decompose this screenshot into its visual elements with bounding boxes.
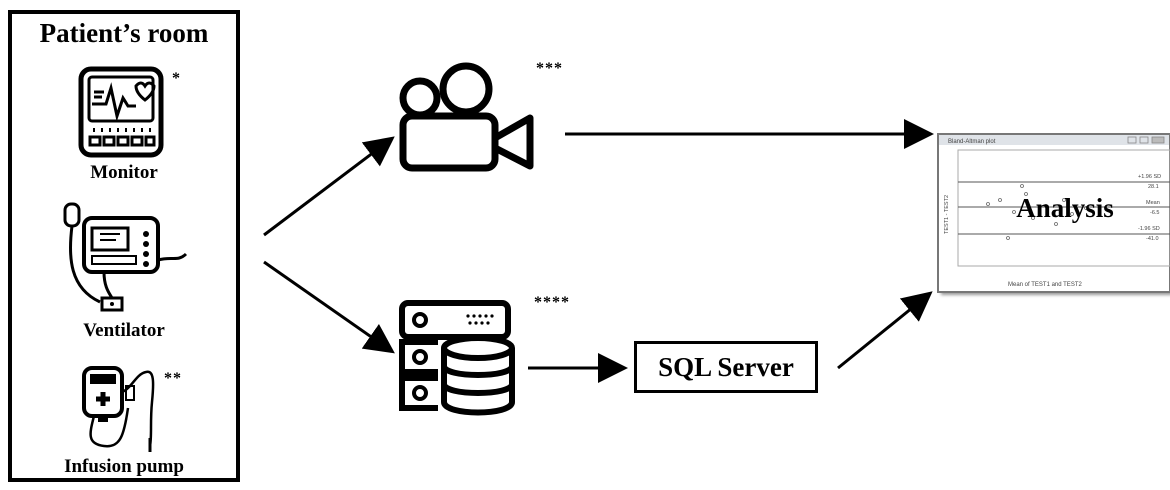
monitor-label: Monitor: [90, 162, 158, 183]
infusion-pump-footnote-mark: **: [164, 370, 182, 387]
thumbnail-title: Bland-Altman plot: [948, 139, 996, 145]
arrow-room-to-server: [263, 260, 395, 354]
analysis-thumbnail: Bland-Altman plot +1.96 SD 28.1 Mean -6.…: [937, 133, 1170, 293]
infusion-pump-icon: [82, 366, 155, 452]
thumbnail-xlabel: Mean of TEST1 and TEST2: [1008, 282, 1082, 288]
database-server-icon: [399, 300, 515, 416]
ventilator-label: Ventilator: [83, 320, 165, 341]
svg-text:+1.96 SD: +1.96 SD: [1138, 174, 1161, 180]
video-camera-icon: [399, 62, 534, 172]
svg-text:-41.0: -41.0: [1146, 236, 1159, 242]
svg-text:-6.5: -6.5: [1150, 210, 1159, 216]
svg-text:-1.96 SD: -1.96 SD: [1138, 226, 1160, 232]
monitor-footnote-mark: *: [172, 70, 181, 87]
server-footnote-mark: ****: [534, 294, 570, 311]
patients-room-box: [8, 10, 240, 482]
sql-server-box: SQL Server: [634, 341, 818, 393]
ventilator-icon: [63, 202, 188, 312]
arrow-sql-to-analysis: [837, 291, 933, 370]
arrow-room-to-camera: [263, 136, 395, 237]
patient-monitor-icon: [78, 66, 164, 158]
patients-room-title: Patient’s room: [39, 18, 209, 48]
analysis-label: Analysis: [1016, 193, 1114, 223]
svg-text:28.1: 28.1: [1148, 184, 1159, 190]
svg-text:Mean: Mean: [1146, 200, 1160, 206]
camera-footnote-mark: ***: [536, 60, 563, 77]
thumbnail-ylabel: TEST1 - TEST2: [944, 195, 950, 234]
infusion-pump-label: Infusion pump: [64, 456, 184, 477]
